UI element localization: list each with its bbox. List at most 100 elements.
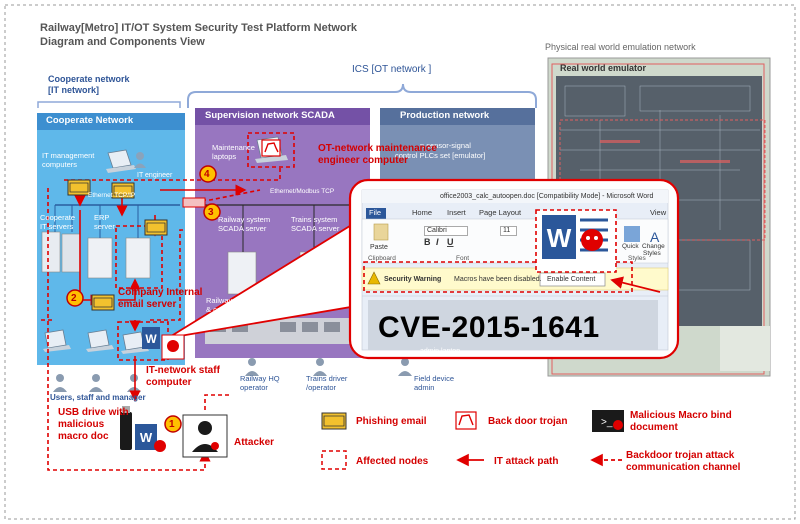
step-3-label: 3 [208,207,214,218]
it-engineer-label: IT engineer [137,172,173,179]
affected-node-boxes [115,132,295,361]
ot-maintenance-label-2: engineer computer [318,155,409,166]
phishing-email-icons [67,179,168,311]
trains-driver-label-2: /operator [306,383,337,392]
production-text: n sensor-signal [420,141,471,150]
railway-hq-label: Railway HQ [240,374,280,383]
legend-channel-label-2: communication channel [626,462,741,473]
security-warning-label: Security Warning [384,276,442,283]
usb-label: USB drive with [58,407,129,418]
it-devices [41,149,151,354]
ics-bracket [187,83,537,108]
ethernet-label: Ethernet TCP/IP [88,192,136,199]
legend-macro-label: Malicious Macro bind [630,410,732,421]
railway-scada-label: Railway system [218,215,271,224]
attacker-label: Attacker [234,437,275,448]
legend-backdoor-label: Back door trojan [488,416,568,427]
word-window-title: office2003_calc_autoopen.doc [Compatibil… [440,193,654,200]
cooperate-header: Cooperate Network [46,115,134,126]
infected-word-doc: W [142,327,185,360]
physical-network-label: Physical real world emulation network [545,42,696,52]
word-tab-page-layout[interactable]: Page Layout [479,208,522,217]
it-staff-label-2: computer [146,377,192,388]
usb-label-2: malicious [58,419,105,430]
cooperate-servers-label: Cooperate [40,213,76,222]
trains-driver-label: Trains driver [306,374,348,383]
svg-text:W: W [140,430,153,445]
attacker-figure [182,414,228,458]
legend-it-path-label: IT attack path [494,456,559,467]
legend-phishing-icon [321,412,347,430]
word-tab-view[interactable]: View [650,208,667,217]
legend-affected-label: Affected nodes [356,456,429,467]
backdoor-channel [40,165,281,471]
railway-hq-label-2: operator [240,383,268,392]
word-clipboard-group: Clipboard [368,255,396,262]
macros-disabled-text: Macros have been disabled. [454,276,542,283]
field-device-label: Field device [414,374,455,383]
word-change-styles[interactable]: Change [642,243,665,250]
cooperate-servers-label-2: IT servers [40,222,74,231]
production-text-2: control PLCs set [emulator] [395,151,486,160]
legend-channel-label: Backdoor trojan attack [626,450,735,461]
svg-text:B: B [424,237,431,247]
cooperate-network-label: Cooperate network [48,74,130,84]
cve-label: CVE-2015-1641 [378,311,600,344]
svg-text:A: A [650,229,660,245]
company-email-label: Company Internal [118,287,203,298]
railway-scada-label-2: SCADA server [218,224,267,233]
word-tab-home[interactable]: Home [412,208,433,217]
usb-label-3: macro doc [58,431,109,442]
legend-macro-label-2: document [630,422,678,433]
trains-scada-label: Trains system [291,215,338,224]
trojan-icon [261,139,281,157]
svg-text:U: U [447,237,454,247]
svg-text:W: W [145,332,157,346]
it-mgmt-label-2: computers [42,160,78,169]
word-tab-insert[interactable]: Insert [447,208,466,217]
trains-scada-label-2: SCADA server [291,224,340,233]
outer-border [4,4,796,520]
maintenance-label-2: laptops [212,152,237,161]
ot-maintenance-label: OT-network maintenance [318,143,437,154]
erp-label-2: server [94,222,115,231]
cooperate-bracket [37,101,181,108]
svg-text:I: I [436,237,439,247]
step-4-label: 4 [204,169,210,180]
step-1-label: 1 [169,419,175,430]
real-world-emulator-label: Real world emulator [560,63,647,73]
svg-text:W: W [547,223,572,253]
railway-hmi-label-2: & control HMI [206,305,252,314]
diagram-title-line2: Diagram and Components View [40,36,205,48]
word-font-size[interactable]: 11 [500,226,518,236]
word-paste-button[interactable]: Paste [370,244,388,251]
ics-label: ICS [OT network ] [352,64,432,75]
word-quick-styles[interactable]: Quick [622,243,639,250]
word-styles-group: Styles [628,255,646,262]
word-font-group: Font [456,255,470,262]
railway-hmi-label: Railway monitor [206,296,260,305]
supervision-header: Supervision network SCADA [205,110,335,121]
legend-affected-icon [321,450,347,470]
enable-content-button[interactable]: Enable Content [547,276,596,283]
legend-phishing-label: Phishing email [356,416,427,427]
admin-laptop-label: admin laptop [420,348,461,355]
field-device-label-2: admin [414,383,435,392]
word-font-name[interactable]: Calibri [424,226,468,236]
maintenance-label: Maintenance [212,143,255,152]
legend-backdoor-icon [455,411,477,430]
erp-label: ERP [94,213,110,222]
diagram-title-line1: Railway[Metro] IT/OT System Security Tes… [40,22,358,34]
step-2-label: 2 [71,293,77,304]
company-email-label-2: email server [118,299,177,310]
it-network-label: [IT network] [48,85,99,95]
svg-text:>_: >_ [601,417,613,428]
it-staff-label: IT-network staff [146,365,220,376]
word-tab-file[interactable]: File [369,208,382,217]
production-header: Production network [400,110,490,121]
usb-drive: W [120,406,166,452]
word-macro-big-icon: W [535,209,617,273]
legend-macro-icon: >_ [592,410,624,432]
step-markers [66,165,221,433]
users-label: Users, staff and manager [50,393,146,402]
